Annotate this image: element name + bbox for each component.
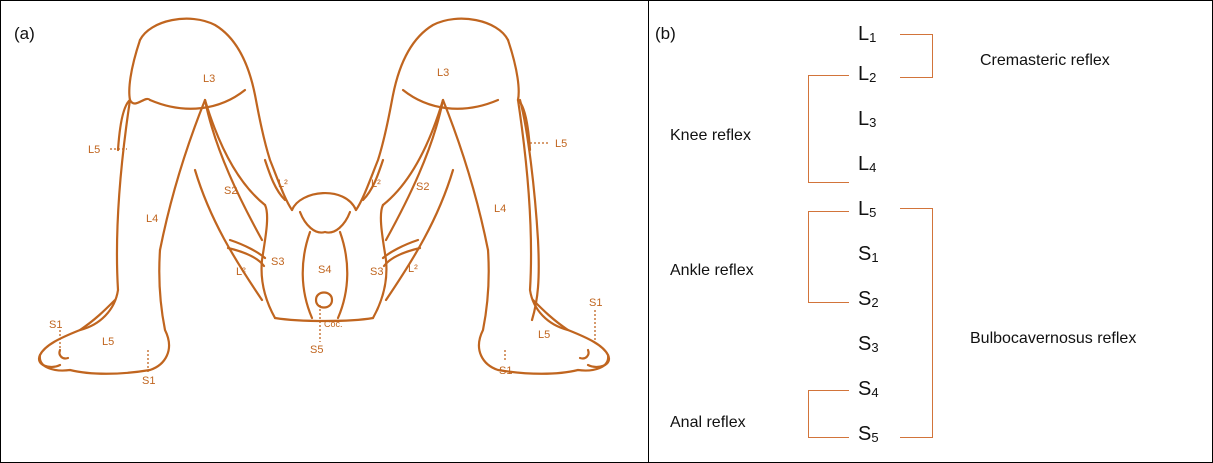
label-s2-right: S2 [416,181,429,193]
label-l2-right-lower: L² [408,263,418,275]
label-l3-left: L3 [203,73,215,85]
segment-l1: L1 [858,24,876,44]
label-s5: S5 [310,344,323,356]
bracket-knee [808,75,849,183]
label-l5-left-thigh: L5 [88,144,100,156]
label-s1-left-heel: S1 [142,375,155,387]
dermatome-illustration: L3 L3 L5 L5 L² L² S2 S2 L4 L4 S3 S3 S4 L… [0,0,648,463]
segment-l3: L3 [858,109,876,129]
segment-l4: L4 [858,154,876,174]
bracket-cremasteric [900,34,933,78]
label-coc: Coc. [324,319,343,329]
segment-l2: L2 [858,64,876,84]
bracket-anal [808,390,849,438]
segment-s5: S5 [858,424,879,444]
label-s3-left: S3 [271,256,284,268]
dermatome-leader-lines [60,143,595,372]
label-s2-left: S2 [224,185,237,197]
segment-s4: S4 [858,379,879,399]
reflex-bulbocavernosus: Bulbocavernosus reflex [970,330,1136,348]
reflex-cremasteric: Cremasteric reflex [980,52,1110,70]
label-l2-right-upper: L² [371,178,381,190]
reflex-anal: Anal reflex [670,414,746,432]
panel-b-label: (b) [655,24,676,44]
label-s4: S4 [318,264,331,276]
label-s3-right: S3 [370,266,383,278]
bracket-bulbocavernosus [900,208,933,438]
reflex-ankle: Ankle reflex [670,262,754,280]
label-l5-right-foot: L5 [538,329,550,341]
label-l4-left: L4 [146,213,158,225]
bracket-ankle [808,211,849,303]
label-l2-left-upper: L² [278,178,288,190]
panel-divider [648,0,649,463]
label-l4-right: L4 [494,203,506,215]
label-l5-right-thigh: L5 [555,138,567,150]
label-l3-right: L3 [437,67,449,79]
label-s1-right-toe: S1 [589,297,602,309]
segment-l5: L5 [858,199,876,219]
segment-s3: S3 [858,334,879,354]
label-l2-left-lower: L² [236,266,246,278]
segment-s2: S2 [858,289,879,309]
reflex-knee: Knee reflex [670,127,751,145]
label-l5-left-foot: L5 [102,336,114,348]
label-s1-left-toe: S1 [49,319,62,331]
label-s1-right-heel: S1 [499,365,512,377]
segment-s1: S1 [858,244,879,264]
